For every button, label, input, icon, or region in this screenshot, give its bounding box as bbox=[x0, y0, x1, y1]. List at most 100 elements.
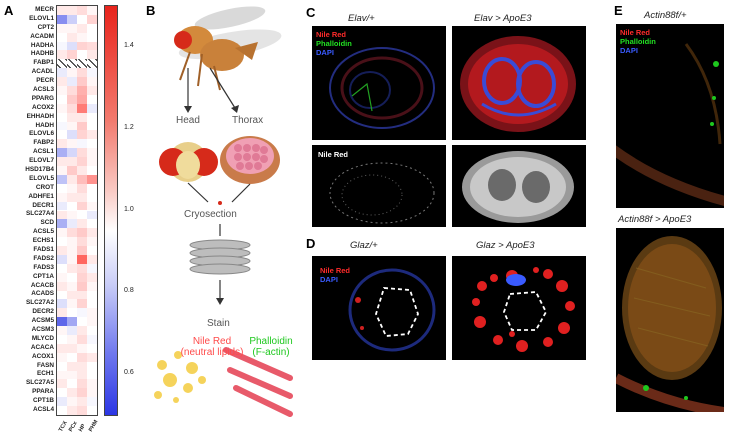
heatmap-cell bbox=[57, 157, 67, 167]
heatmap-cell bbox=[67, 326, 77, 335]
heatmap-cell bbox=[67, 281, 77, 291]
heatmap-cell bbox=[77, 343, 87, 353]
micrograph-elav-control-nile-red: Nile Red bbox=[312, 145, 446, 227]
heatmap-cell bbox=[57, 6, 67, 15]
gene-label: ECHS1 bbox=[32, 237, 54, 245]
gene-label: SLC27A5 bbox=[25, 379, 54, 387]
heatmap-cell bbox=[57, 379, 67, 389]
legend-dapi-e: DAPI bbox=[620, 46, 638, 55]
heatmap-cell bbox=[67, 139, 77, 149]
gene-label: ACADM bbox=[30, 32, 54, 40]
heatmap-cell bbox=[57, 192, 67, 202]
heatmap-cell bbox=[67, 317, 77, 327]
heatmap-cell bbox=[77, 86, 87, 95]
panel-d-title-right: Glaz > ApoE3 bbox=[476, 240, 535, 251]
heatmap-cell bbox=[57, 59, 67, 69]
heatmap-cell bbox=[77, 32, 87, 42]
gene-label: DECR1 bbox=[32, 201, 54, 209]
gene-label: PECR bbox=[36, 77, 54, 85]
heatmap-cell bbox=[67, 192, 77, 202]
heatmap-cell bbox=[77, 148, 87, 158]
heatmap-cell bbox=[87, 361, 97, 371]
heatmap-cell bbox=[77, 50, 87, 60]
gene-label: CPT1A bbox=[33, 272, 54, 280]
heatmap-cell bbox=[67, 201, 77, 211]
gene-label: CROT bbox=[35, 183, 54, 191]
heatmap-cell bbox=[57, 254, 67, 264]
heatmap-cell bbox=[67, 121, 77, 131]
heatmap-cell bbox=[87, 41, 97, 51]
heatmap-cell bbox=[77, 59, 87, 69]
heatmap-cell bbox=[87, 157, 97, 167]
heatmap-cell bbox=[67, 219, 77, 229]
nile-red-label: Nile Red(neutral lipids) bbox=[180, 336, 244, 358]
heatmap-cell bbox=[67, 32, 77, 42]
heatmap-cell bbox=[77, 272, 87, 282]
heatmap-cell bbox=[67, 352, 77, 362]
gene-label: HSD17B4 bbox=[25, 165, 54, 173]
heatmap-cell bbox=[67, 14, 77, 24]
heatmap-cell bbox=[87, 406, 97, 415]
heatmap-cell bbox=[77, 174, 87, 184]
heatmap-cell bbox=[77, 397, 87, 407]
heatmap-cell bbox=[57, 166, 67, 175]
thorax-illustration bbox=[220, 136, 280, 184]
gene-label: SLC27A2 bbox=[25, 299, 54, 307]
gene-label: ELOVL6 bbox=[29, 130, 54, 138]
heatmap-cell bbox=[57, 272, 67, 282]
heatmap-cell bbox=[67, 254, 77, 264]
heatmap-cell bbox=[87, 130, 97, 140]
heatmap-cell bbox=[57, 210, 67, 220]
heatmap-cell bbox=[57, 148, 67, 158]
gene-label: HADHB bbox=[30, 50, 54, 58]
heatmap-cell bbox=[57, 290, 67, 300]
heatmap-cell bbox=[77, 210, 87, 220]
heatmap-cell bbox=[67, 23, 77, 33]
heatmap-cell bbox=[57, 326, 67, 335]
heatmap-cell bbox=[77, 94, 87, 104]
gene-label: HADHA bbox=[30, 41, 54, 49]
heatmap-cell bbox=[87, 219, 97, 229]
heatmap-cell bbox=[87, 290, 97, 300]
heatmap-cell bbox=[77, 379, 87, 389]
legend-nile-red-e: Nile Red bbox=[620, 28, 651, 37]
schematic bbox=[154, 6, 293, 417]
colorbar-tick: 0.6 bbox=[124, 369, 134, 377]
heatmap-cell bbox=[87, 23, 97, 33]
heatmap-cell bbox=[67, 263, 77, 273]
panel-e-title-top: Actin88f/+ bbox=[644, 10, 687, 21]
heatmap-cell bbox=[87, 388, 97, 398]
gene-label: FASN bbox=[36, 361, 54, 369]
panel-d-letter: D bbox=[306, 236, 316, 251]
heatmap-cell bbox=[67, 361, 77, 371]
heatmap-cell bbox=[87, 94, 97, 104]
heatmap-cell bbox=[77, 103, 87, 113]
fly-illustration bbox=[174, 6, 282, 91]
gene-label: FABP1 bbox=[33, 59, 54, 67]
colorbar-tick: 1.4 bbox=[124, 41, 134, 49]
gene-label: SLC27A4 bbox=[25, 210, 54, 218]
gene-label: HADH bbox=[35, 121, 54, 129]
heatmap-cell bbox=[77, 139, 87, 149]
heatmap-cell bbox=[67, 308, 77, 318]
colorbar-tick: 0.8 bbox=[124, 287, 134, 295]
heatmap-cell bbox=[57, 299, 67, 309]
heatmap-cell bbox=[77, 246, 87, 255]
heatmap-cell bbox=[77, 370, 87, 380]
legend-phalloidin: Phalloidin bbox=[316, 39, 352, 48]
heatmap-cell bbox=[87, 263, 97, 273]
legend-nile-red-d: Nile Red bbox=[320, 266, 351, 275]
heatmap-cell bbox=[67, 59, 77, 69]
heatmap-cell bbox=[67, 148, 77, 158]
heatmap-cell bbox=[77, 406, 87, 415]
heatmap-cell bbox=[77, 68, 87, 78]
panel-e-title-bottom: Actin88f > ApoE3 bbox=[618, 214, 692, 225]
panel-c-title-left: Elav/+ bbox=[348, 13, 375, 24]
gene-label: EHHADH bbox=[26, 112, 54, 120]
heatmap-cell bbox=[77, 254, 87, 264]
heatmap-cell bbox=[87, 299, 97, 309]
colorbar bbox=[104, 5, 118, 416]
gene-label: DECR2 bbox=[32, 308, 54, 316]
heatmap-cell bbox=[77, 228, 87, 238]
heatmap-cell bbox=[67, 86, 77, 95]
